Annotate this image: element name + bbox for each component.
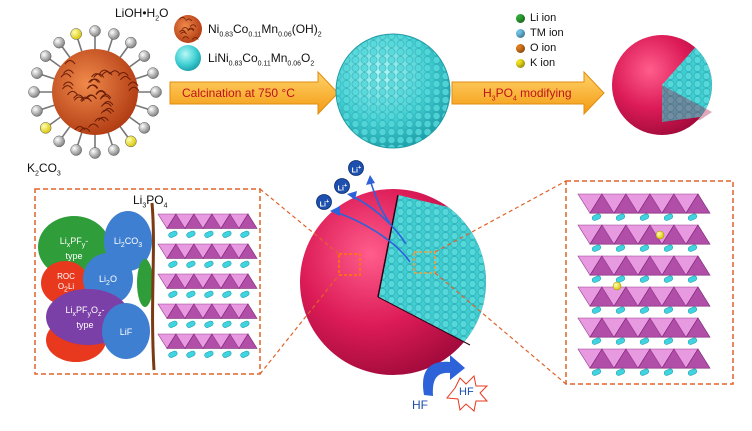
hf-out-label: HF bbox=[459, 386, 474, 398]
ion-legend-label: Li ion bbox=[530, 12, 557, 24]
ion-legend-item: Li ion bbox=[516, 12, 556, 24]
cei-panel bbox=[34, 188, 261, 375]
bulk-zoom-box bbox=[413, 251, 436, 274]
k2co3-label: K2CO3 bbox=[27, 161, 61, 178]
ion-legend-label: O ion bbox=[530, 42, 557, 54]
calcination-arrow bbox=[169, 70, 339, 116]
lif-label: LiF bbox=[119, 327, 133, 337]
h3po4-arrow bbox=[451, 70, 605, 116]
h3po4-text: H3PO4 modifying bbox=[483, 86, 572, 103]
li-badge-3: Li+ bbox=[319, 199, 330, 209]
lixpfyoz-label: LixPFyOz-type bbox=[65, 305, 105, 330]
ion-legend-label: TM ion bbox=[530, 27, 564, 39]
oxide-formula: LiNi0.83Co0.11Mn0.06O2 bbox=[208, 51, 315, 68]
precursor-particle bbox=[28, 25, 162, 159]
oxide-bead-sphere bbox=[335, 33, 451, 149]
li2co3-label: Li2CO3 bbox=[113, 236, 143, 249]
li3po4-label: Li3PO4 bbox=[133, 193, 168, 210]
coated-sphere-large bbox=[300, 189, 486, 375]
ion-legend-label: K ion bbox=[530, 57, 556, 69]
calcination-text: Calcination at 750 °C bbox=[182, 86, 295, 100]
ion-legend-item: O ion bbox=[516, 42, 556, 54]
ion-legend-dot bbox=[516, 43, 525, 53]
li-badge-1: Li+ bbox=[351, 165, 362, 175]
hf-deflection-arrow bbox=[423, 355, 489, 412]
ion-legend-dot bbox=[516, 13, 525, 23]
hf-in-label: HF bbox=[412, 398, 428, 412]
ion-legend-item: TM ion bbox=[516, 27, 564, 39]
zoom-connectors bbox=[259, 180, 567, 385]
li-badge-2: Li+ bbox=[337, 183, 348, 193]
oxide-legend-ball bbox=[175, 45, 201, 71]
li-ion-badges bbox=[316, 160, 364, 210]
ion-legend-dot bbox=[516, 28, 525, 38]
coated-sphere-small bbox=[612, 35, 712, 135]
li2o-label: Li2O bbox=[99, 274, 117, 287]
lioh-label: LiOH•H2O bbox=[115, 6, 169, 23]
lixpfy-label: LixPFy-type bbox=[59, 236, 89, 261]
ion-legend-dot bbox=[516, 58, 525, 68]
bulk-panel bbox=[565, 180, 734, 385]
ion-legend-item: K ion bbox=[516, 57, 555, 69]
surface-zoom-box bbox=[338, 253, 361, 276]
hydroxide-formula: Ni0.83Co0.11Mn0.06(OH)2 bbox=[208, 22, 322, 39]
